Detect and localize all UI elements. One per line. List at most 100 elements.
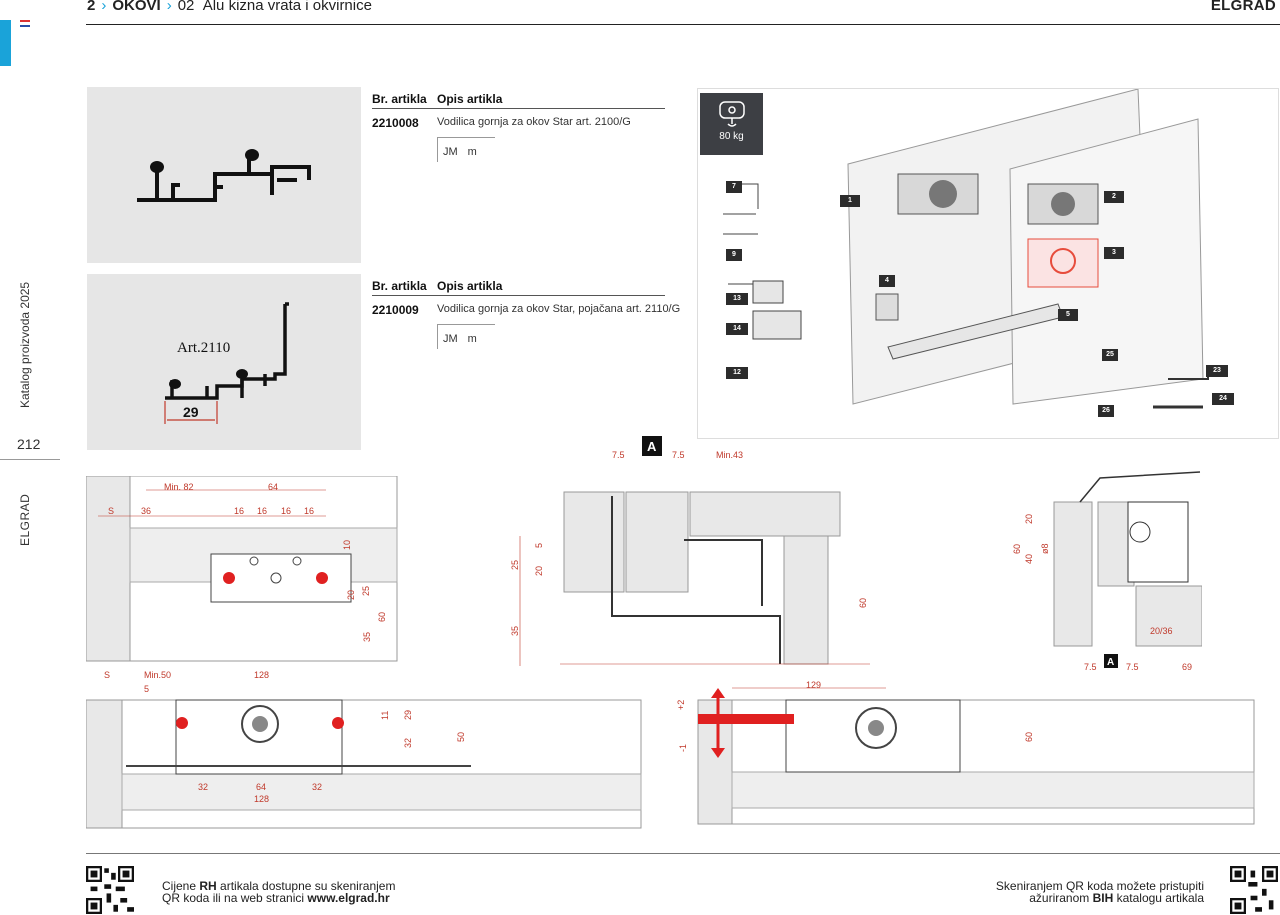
dim-label: 129	[806, 680, 821, 690]
dim-label: 50	[456, 732, 466, 742]
image-label: Art.2110	[177, 340, 230, 356]
col-header-code: Br. artikla	[372, 92, 427, 106]
page-number: 212	[17, 436, 41, 452]
exploded-view: 80 kg 1 2 3 4 5 7 9 12 13 14 23 24 25 26	[697, 88, 1279, 439]
section-side-drawing: 20 60 40 ø8 20/36 A 7.5 7.5 69	[1012, 471, 1202, 672]
header-rule	[86, 24, 1280, 25]
footer-text: ažuriranom	[1029, 891, 1093, 905]
footer-text-bold: RH	[199, 879, 217, 893]
weight-icon	[718, 101, 745, 127]
callout-label: 1	[840, 195, 860, 207]
dim-label: 64	[268, 482, 278, 492]
dim-label: 5	[144, 684, 149, 694]
qr-code-icon[interactable]	[1230, 866, 1278, 914]
callout-label: 7	[726, 181, 742, 193]
dim-label: 20/36	[1150, 626, 1173, 636]
callout-label: 5	[1058, 309, 1078, 321]
callout-label: 25	[1102, 349, 1118, 361]
dim-label: +2	[676, 700, 686, 710]
unit-label: JM	[443, 146, 458, 158]
callout-label: 24	[1212, 393, 1234, 405]
callout-label: 23	[1206, 365, 1228, 377]
dim-label: 128	[254, 670, 269, 680]
unit-value: m	[467, 333, 477, 345]
dim-label: 16	[234, 506, 244, 516]
callout-label: 2	[1104, 191, 1124, 203]
dim-label: ø8	[1040, 543, 1050, 554]
mounting-drawing-top: Min. 82 64 S 36 16 16 16 16 10 20 25 35 …	[86, 476, 398, 662]
section-a-drawing: A 7.5 7.5 Min.43 5 25 20 35 60	[510, 436, 870, 666]
sidebar-divider	[0, 459, 60, 460]
qr-code-icon[interactable]	[86, 866, 134, 914]
dim-label: 16	[257, 506, 267, 516]
dim-label: 60	[1024, 732, 1034, 742]
table-rule	[372, 108, 665, 109]
dim-label: 16	[304, 506, 314, 516]
footer-text: QR koda ili na web stranici	[162, 891, 308, 905]
catalog-label: Katalog proizvoda 2025	[18, 281, 32, 408]
breadcrumb-chapter[interactable]: OKOVI	[112, 0, 161, 14]
dim-label: 64	[256, 782, 266, 792]
callout-label: 4	[879, 275, 895, 287]
article-code: 2210009	[372, 303, 419, 317]
dim-label: S	[104, 670, 110, 680]
unit-box: JM m	[437, 137, 495, 162]
dim-label: 32	[198, 782, 208, 792]
dim-label: 32	[312, 782, 322, 792]
rail-profile-drawing	[137, 149, 311, 202]
dim-label: 60	[858, 598, 868, 608]
dim-label: 60	[1012, 544, 1022, 554]
mounting-drawing-bottom-right: 129 +2 -1 60	[676, 680, 1255, 825]
footer-text: katalogu artikala	[1113, 891, 1204, 905]
footer-rule	[86, 853, 1280, 854]
dim-label: 7.5	[612, 450, 625, 460]
sidebar-brand: ELGRAD	[18, 493, 32, 546]
section-marker: A	[1107, 657, 1114, 668]
callout-label: 3	[1104, 247, 1124, 259]
dim-label: 29	[403, 710, 413, 720]
dim-label: 11	[380, 711, 390, 720]
website-link[interactable]: www.elgrad.hr	[307, 891, 390, 905]
unit-box: JM m	[437, 324, 495, 349]
dim-label: 20	[346, 590, 356, 600]
dim-label: 25	[361, 586, 371, 596]
load-badge: 80 kg	[700, 93, 763, 155]
footer-text-bold: BIH	[1092, 891, 1114, 905]
dim-label: 7.5	[672, 450, 685, 460]
dim-label: 32	[403, 738, 413, 748]
image-dimension: 29	[183, 404, 199, 420]
dim-label: 10	[342, 540, 352, 550]
breadcrumb-section-num: 02	[177, 0, 195, 14]
dim-label: 60	[377, 612, 387, 622]
footer-left-text: Cijene RH artikala dostupne su skeniranj…	[162, 880, 395, 904]
rail-profile-drawing: Art.2110 29	[164, 302, 289, 424]
dim-label: 69	[1182, 662, 1192, 672]
callout-label: 13	[726, 293, 748, 305]
callout-label: 12	[726, 367, 748, 379]
product-image-2210009: Art.2110 29	[87, 274, 361, 450]
unit-value: m	[467, 146, 477, 158]
dim-label: Min. 82	[164, 482, 194, 492]
table-rule	[372, 295, 665, 296]
article-description: Vodilica gornja za okov Star art. 2100/G	[437, 116, 631, 128]
header-brand: ELGRAD	[1210, 0, 1276, 14]
col-header-desc: Opis artikla	[437, 92, 503, 106]
article-code: 2210008	[372, 116, 419, 130]
dim-label: 20	[534, 566, 544, 576]
mounting-drawing-bottom-left: S Min.50 5 128 11 29 32 50 32 64 32 128	[86, 670, 642, 829]
dim-label: 25	[510, 560, 520, 570]
dim-label: 35	[362, 632, 372, 642]
dim-label: 16	[281, 506, 291, 516]
footer-text: Cijene	[162, 879, 200, 893]
flag-icon	[20, 20, 30, 27]
callout-label: 26	[1098, 405, 1114, 417]
dim-label: 7.5	[1084, 662, 1097, 672]
section-marker: A	[647, 439, 657, 454]
product-image-2210008	[87, 87, 361, 263]
dim-label: Min.50	[144, 670, 171, 680]
dim-label: 5	[534, 543, 544, 548]
breadcrumb-section[interactable]: Alu kizna vrata i okvirnice	[202, 0, 372, 14]
col-header-code: Br. artikla	[372, 279, 427, 293]
unit-label: JM	[443, 333, 458, 345]
article-description: Vodilica gornja za okov Star, pojačana a…	[437, 303, 681, 315]
